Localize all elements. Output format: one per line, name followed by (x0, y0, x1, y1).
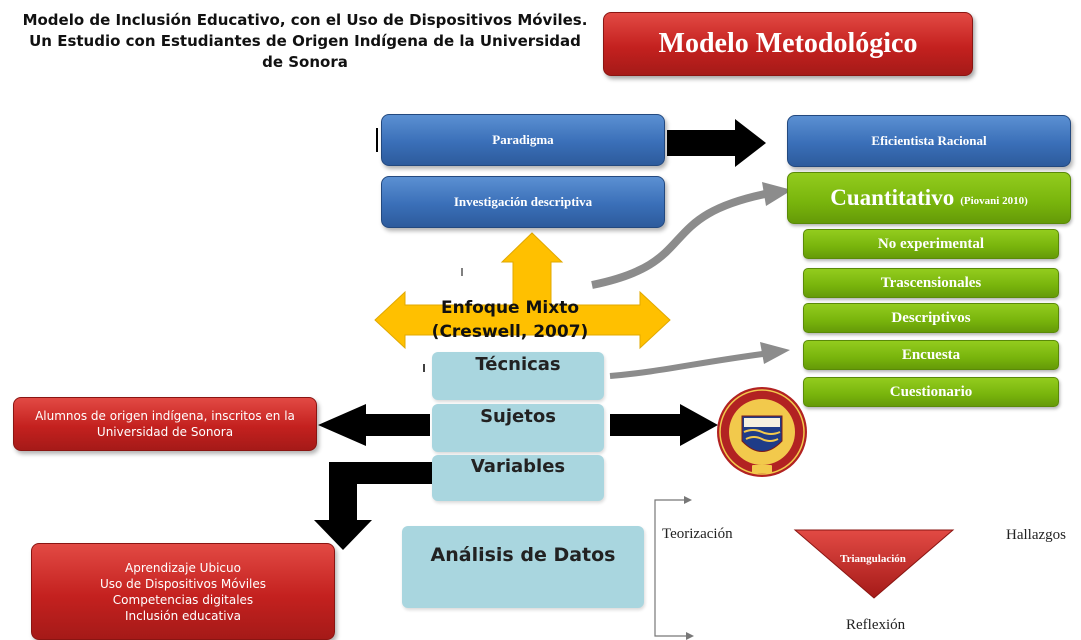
green-item-encuesta: Encuesta (803, 340, 1059, 370)
reflexion-label: Reflexión (846, 617, 906, 633)
green-item-cuestionario: Cuestionario (803, 377, 1059, 407)
green-item-no-experimental: No experimental (803, 229, 1059, 259)
sujetos-description-line2: Universidad de Sonora (96, 425, 234, 439)
university-seal-logo (717, 387, 807, 477)
bracket-line (654, 499, 690, 637)
cuantitativo-arrow (591, 188, 776, 289)
variables-elbow-arrow (314, 462, 432, 550)
teorizacion-label: Teorización (662, 526, 733, 542)
cuantitativo-label: Cuantitativo (830, 185, 955, 210)
sujetos-description-line1: Alumnos de origen indígena, inscritos en… (35, 409, 295, 423)
green-item-descriptivos: Descriptivos (803, 303, 1059, 333)
cuantitativo-box: Cuantitativo (Piovani 2010) (787, 172, 1071, 224)
cuantitativo-citation: (Piovani 2010) (960, 195, 1028, 207)
cuantitativo-arrow-head (762, 182, 792, 206)
variables-item: Uso de Dispositivos Móviles (99, 576, 267, 591)
sujetos-left-arrow (318, 404, 430, 446)
triangulacion-label: Triangulación (840, 553, 906, 565)
enfoque-line1: Enfoque Mixto (440, 298, 580, 318)
document-title: Modelo de Inclusión Educativo, con el Us… (22, 11, 588, 71)
university-seal (716, 386, 808, 478)
hallazgos-label: Hallazgos (1006, 527, 1066, 543)
tecnicas-arrow-head (760, 342, 790, 364)
tecnicas-box: Técnicas (432, 352, 604, 400)
eficientista-box: Eficientista Racional (787, 115, 1071, 167)
variables-item: Inclusión educativa (124, 608, 242, 623)
enfoque-yellow-arrow (374, 232, 671, 350)
sujetos-description-box: Alumnos de origen indígena, inscritos en… (13, 397, 317, 451)
sujetos-right-arrow (610, 404, 718, 446)
enfoque-line2: (Creswell, 2007) (431, 322, 589, 342)
variables-item: Aprendizaje Ubicuo (125, 560, 241, 575)
main-title: Modelo Metodológico (603, 12, 973, 76)
sujetos-box: Sujetos (432, 404, 604, 452)
variables-box: Variables (432, 455, 604, 501)
investigacion-box: Investigación descriptiva (381, 176, 665, 228)
enfoque-mixto-label: Enfoque Mixto (Creswell, 2007) (420, 296, 600, 344)
tecnicas-arrow (609, 350, 771, 379)
triangulation-triangle (793, 529, 955, 599)
variables-description-box: Aprendizaje Ubicuo Uso de Dispositivos M… (31, 543, 335, 640)
paradigma-arrow (667, 119, 766, 167)
bracket-arrow-bottom (686, 632, 694, 640)
variables-item: Competencias digitales (112, 592, 254, 607)
paradigma-box: Paradigma (381, 114, 665, 166)
analisis-box: Análisis de Datos (402, 526, 644, 608)
bracket-arrow-top (684, 496, 692, 504)
green-item-trascensionales: Trascensionales (803, 268, 1059, 298)
